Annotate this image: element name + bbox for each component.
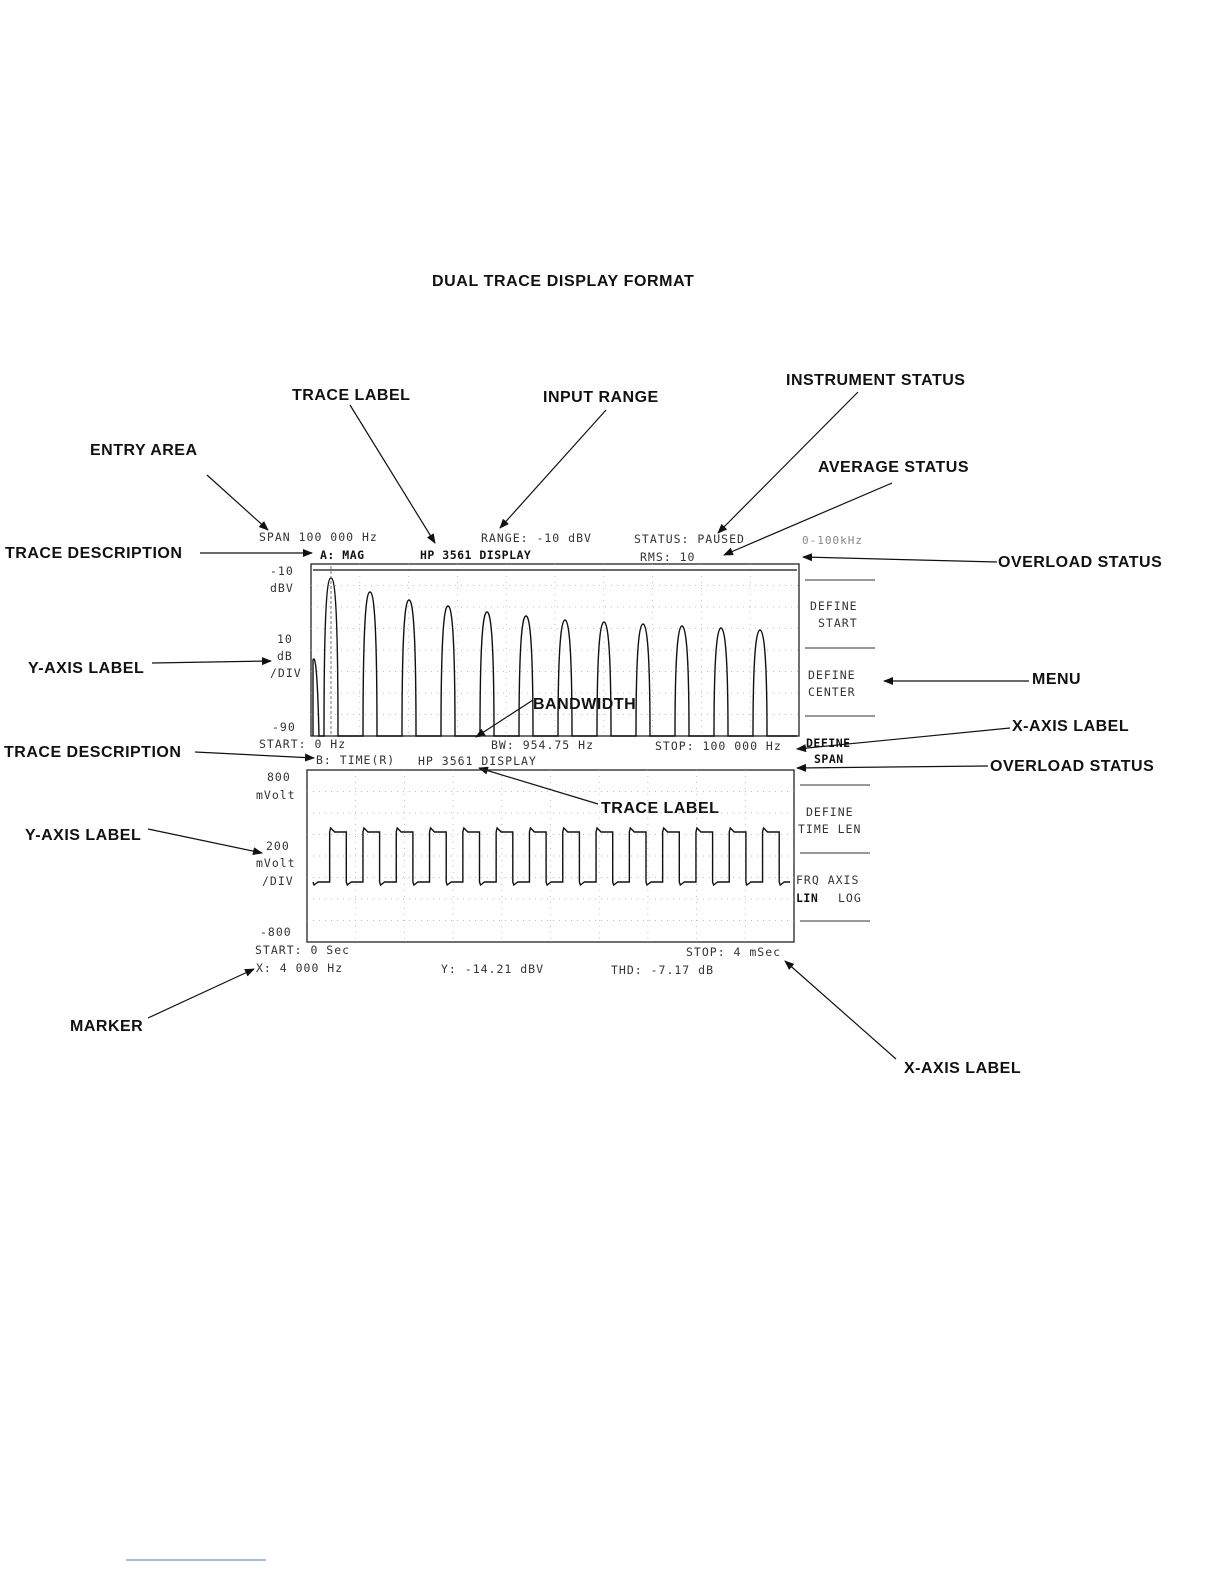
trace-a-average-status: RMS: 10 [640,550,695,564]
callout-entry-area: ENTRY AREA [90,442,198,459]
trace-b-label: HP 3561 DISPLAY [418,754,537,768]
callout-trace-description-top: TRACE DESCRIPTION [5,545,182,562]
marker-x-readout: X: 4 000 Hz [256,961,343,975]
entry-area-text: SPAN 100 000 Hz [259,530,378,544]
softkey-label: CENTER [808,685,856,699]
softkey-define-time-len[interactable]: DEFINE TIME LEN [798,805,861,836]
callout-menu: MENU [1032,671,1081,688]
softkey-label: DEFINE [808,668,856,682]
trace-b-x-start: START: 0 Sec [255,943,350,957]
trace-a-y-scale: 10 [277,632,293,646]
trace-b-y-top-unit: mVolt [256,788,296,802]
trace-b-description: B: TIME(R) [316,753,395,767]
arrow-trace-label-bottom [478,766,599,805]
trace-a-x-stop: STOP: 100 000 Hz [655,739,782,753]
trace-b-y-top: 800 [267,770,291,784]
softkey-define-center[interactable]: DEFINE CENTER [808,668,856,699]
trace-a-label: HP 3561 DISPLAY [420,548,531,562]
arrow-x-axis-label-bottom [784,960,897,1060]
softkey-label: START [818,616,858,630]
softkey-label: DEFINE [806,736,851,750]
trace-a-bandwidth: BW: 954.75 Hz [491,738,594,752]
marker-y-readout: Y: -14.21 dBV [441,962,544,976]
callout-x-axis-label-top: X-AXIS LABEL [1012,718,1129,735]
trace-b-y-scale-div: /DIV [262,874,294,888]
callout-trace-label-bottom: TRACE LABEL [601,800,719,817]
callout-overload-status-top: OVERLOAD STATUS [998,554,1162,571]
arrow-y-axis-label-bottom [147,828,263,856]
trace-b-y-bottom: -800 [260,925,292,939]
arrow-input-range [499,409,607,529]
arrow-instrument-status [717,391,859,534]
frequency-range-text: 0-100kHz [802,534,863,547]
callout-x-axis-label-bottom: X-AXIS LABEL [904,1060,1021,1077]
softkey-define-start[interactable]: DEFINE START [810,599,858,630]
arrow-marker [147,968,255,1019]
trace-a-y-top-unit: dBV [270,581,294,595]
trace-b-y-scale-unit: mVolt [256,856,296,870]
trace-b-y-scale: 200 [266,839,290,853]
callout-bandwidth: BANDWIDTH [533,696,636,713]
arrow-trace-label-top [349,404,436,544]
callout-y-axis-label-top: Y-AXIS LABEL [28,660,144,677]
trace-a-x-start: START: 0 Hz [259,737,346,751]
callout-trace-label-top: TRACE LABEL [292,387,410,404]
diagram-title: DUAL TRACE DISPLAY FORMAT [432,273,694,290]
arrow-bandwidth [475,699,534,738]
trace-a-waveform [312,577,797,737]
callout-overload-status-bottom: OVERLOAD STATUS [990,758,1154,775]
softkey-label: LOG [838,891,862,905]
marker-thd-readout: THD: -7.17 dB [611,963,714,977]
arrow-average-status [723,482,893,556]
input-range-text: RANGE: -10 dBV [481,531,592,545]
callout-y-axis-label-bottom: Y-AXIS LABEL [25,827,141,844]
softkey-frq-axis[interactable]: FRQ AXIS LIN LOG [796,873,862,905]
arrow-overload-status-top [802,553,998,563]
softkey-label: DEFINE [806,805,854,819]
callout-average-status: AVERAGE STATUS [818,459,969,476]
softkey-label: SPAN [814,752,844,766]
trace-a-y-top: -10 [270,564,294,578]
trace-a-y-scale-unit: dB [277,649,293,663]
arrow-x-axis-label-top [796,727,1011,753]
softkey-label: DEFINE [810,599,858,613]
softkey-define-span[interactable]: DEFINE SPAN [806,736,851,766]
softkey-label: TIME LEN [798,822,861,836]
callout-trace-description-bottom: TRACE DESCRIPTION [4,744,181,761]
arrow-trace-description-bottom [194,751,315,762]
arrow-y-axis-label-top [151,657,272,666]
trace-b-x-stop: STOP: 4 mSec [686,945,781,959]
callout-input-range: INPUT RANGE [543,389,659,406]
trace-a-description: A: MAG [320,548,365,562]
trace-b-waveform [312,826,790,887]
trace-a-y-scale-div: /DIV [270,666,302,680]
callout-marker: MARKER [70,1018,143,1035]
softkey-label: FRQ AXIS [796,873,859,887]
arrow-overload-status-bottom [796,763,989,772]
softkey-label: LIN [796,891,818,905]
trace-a-y-bottom: -90 [272,720,296,734]
arrow-entry-area [206,474,269,531]
instrument-status-text: STATUS: PAUSED [634,532,745,546]
callout-instrument-status: INSTRUMENT STATUS [786,372,965,389]
